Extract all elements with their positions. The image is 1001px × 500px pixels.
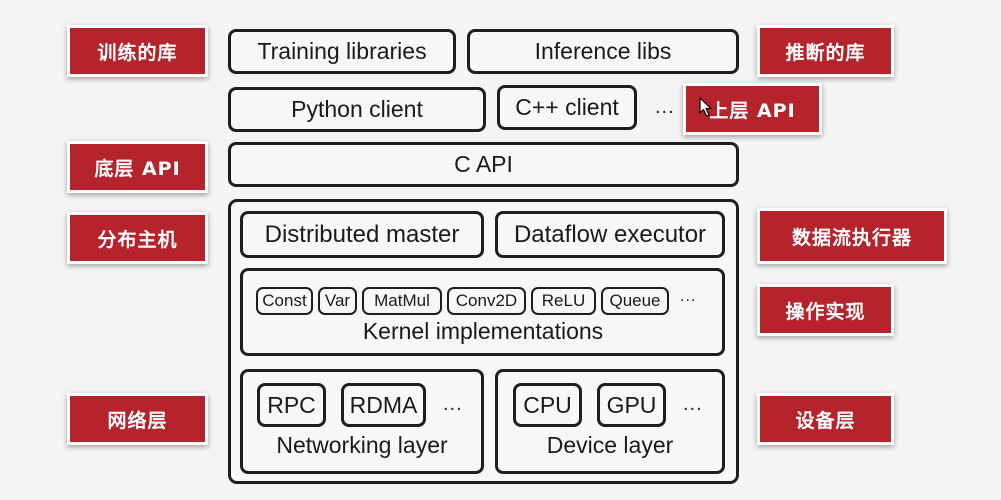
kernel-op-relu: ReLU (531, 287, 596, 315)
kernel-op-matmul: MatMul (362, 287, 442, 315)
kernel-op-conv2d: Conv2D (447, 287, 526, 315)
networking-layer-title: Networking layer (276, 432, 448, 458)
c-api-box: C API (228, 142, 739, 187)
tag-networking-layer: 网络层 (67, 393, 208, 445)
tag-upper-api: 上层 API (683, 83, 822, 135)
device-ellipsis: ... (683, 393, 703, 415)
inference-libs-box: Inference libs (467, 29, 739, 74)
tag-device-layer: 设备层 (757, 393, 894, 445)
device-layer-title: Device layer (546, 432, 674, 458)
tag-distributed-master: 分布主机 (67, 212, 208, 264)
kernel-op-var: Var (318, 287, 357, 315)
networking-ellipsis: ... (443, 393, 463, 415)
client-ellipsis: ... (655, 96, 675, 118)
distributed-master-box: Distributed master (240, 211, 484, 258)
mouse-cursor-icon (699, 97, 712, 117)
cpu-box: CPU (513, 383, 582, 427)
tag-kernel-implementations: 操作实现 (757, 284, 894, 336)
kernel-ellipsis: ... (680, 288, 697, 305)
rdma-box: RDMA (341, 383, 426, 427)
kernel-op-queue: Queue (601, 287, 669, 315)
gpu-box: GPU (597, 383, 666, 427)
kernel-implementations-title: Kernel implementations (362, 318, 604, 344)
cpp-client-box: C++ client (497, 85, 637, 130)
training-libraries-box: Training libraries (228, 29, 456, 74)
tag-training-libraries: 训练的库 (67, 25, 208, 77)
rpc-box: RPC (257, 383, 326, 427)
tag-lower-api: 底层 API (67, 141, 208, 193)
tag-dataflow-executor: 数据流执行器 (757, 208, 947, 264)
dataflow-executor-box: Dataflow executor (495, 211, 725, 258)
python-client-box: Python client (228, 87, 486, 132)
kernel-op-const: Const (256, 287, 313, 315)
tag-inference-libs: 推断的库 (757, 25, 894, 77)
